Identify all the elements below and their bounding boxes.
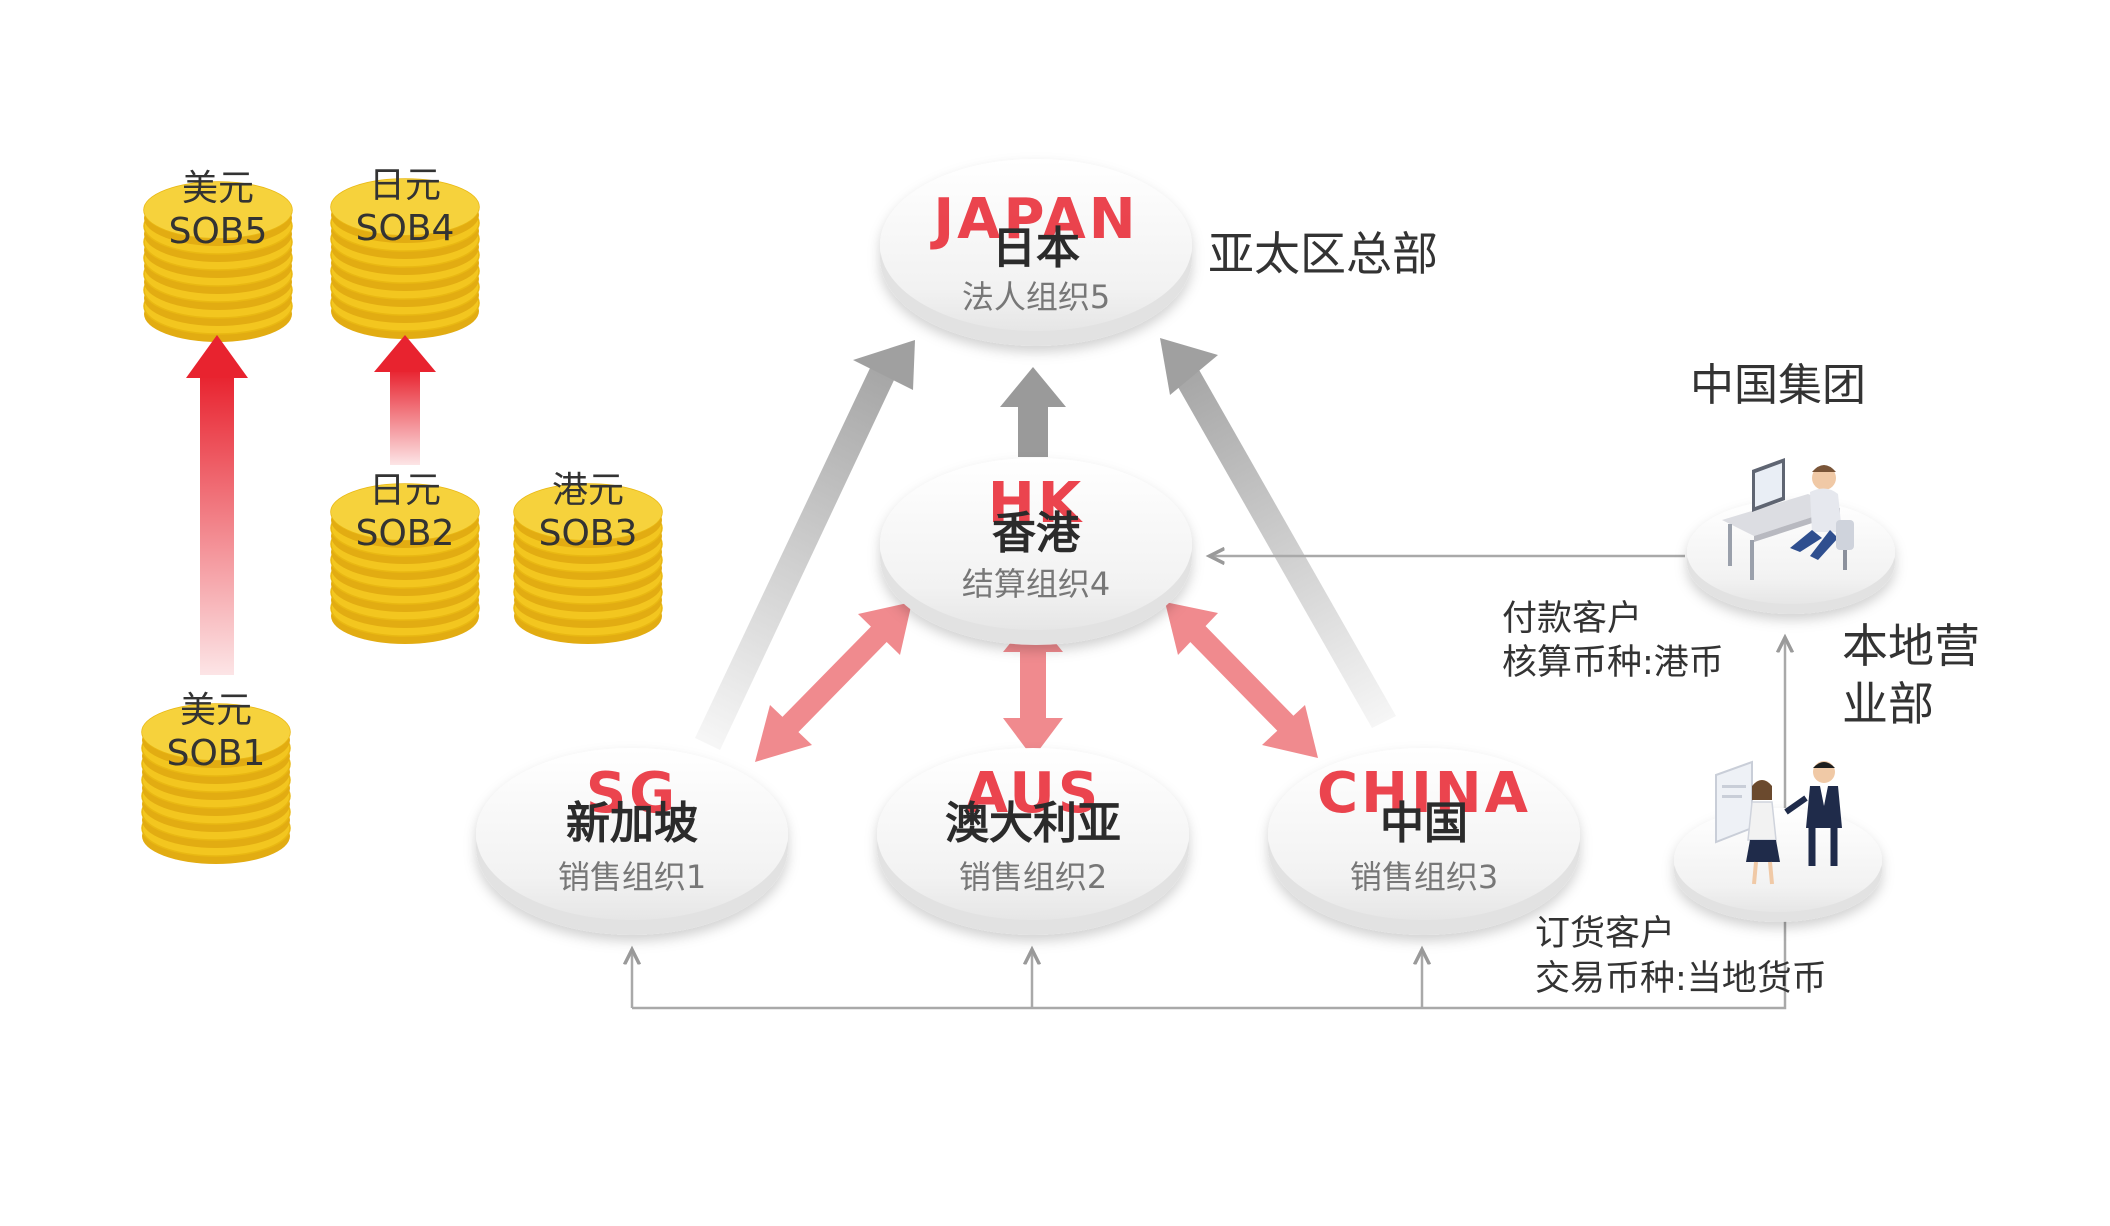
business-people-icon	[1715, 760, 1842, 885]
office-worker-icon	[1722, 458, 1854, 580]
node-disc-japan	[880, 159, 1192, 346]
coin-top	[144, 182, 292, 238]
label-order-currency: 交易币种:当地货币	[1535, 959, 1827, 999]
coin-top	[142, 704, 290, 760]
gray-arrow-hk-to-japan	[1000, 367, 1066, 457]
coin-label-sob2-code: SOB2	[356, 513, 455, 554]
platform-local-business	[1674, 808, 1882, 922]
coin-label-sob5-code: SOB5	[169, 211, 268, 252]
node-tag-hk: HK	[988, 471, 1084, 536]
coin-top	[331, 484, 479, 540]
label-local-business-line2: 业部	[1842, 677, 1934, 731]
coin-top	[331, 179, 479, 235]
node-sub-sg: 销售组织1	[558, 858, 706, 896]
node-tag-sg: SG	[586, 761, 678, 826]
node-sub-japan: 法人组织5	[962, 278, 1110, 316]
node-disc-hk	[880, 458, 1192, 645]
label-payer-currency: 核算币种:港币	[1502, 643, 1724, 683]
node-disc-sg	[476, 748, 788, 935]
red-arrow-sob2-to-sob4	[374, 335, 436, 465]
coin-label-sob1-currency: 美元	[180, 690, 252, 731]
label-order-customer: 订货客户	[1535, 914, 1675, 954]
red-arrow-sob1-to-sob5	[186, 335, 248, 675]
node-sub-hk: 结算组织4	[962, 565, 1110, 603]
node-tag-aus: AUS	[965, 761, 1101, 826]
label-payer-customer: 付款客户	[1502, 599, 1642, 639]
coin-label-sob5-currency: 美元	[182, 168, 254, 209]
node-aus: AUS 澳大利亚 销售组织2	[945, 761, 1121, 896]
gray-arrow-sg-to-japan	[695, 340, 915, 750]
node-japan: JAPAN 日本 法人组织5	[929, 187, 1138, 316]
node-name-sg: 新加坡	[566, 798, 698, 849]
node-disc-aus	[877, 748, 1189, 935]
coin-stack-sob2	[330, 483, 480, 644]
coin-label-sob2-currency: 日元	[369, 470, 441, 511]
label-local-business-line1: 本地营	[1842, 619, 1980, 673]
coin-top	[514, 484, 662, 540]
coin-label-sob1-code: SOB1	[167, 733, 266, 774]
node-sub-china: 销售组织3	[1350, 858, 1498, 896]
node-name-china: 中国	[1380, 798, 1468, 849]
coin-label-sob3-code: SOB3	[539, 513, 638, 554]
coin-label-sob4-code: SOB4	[356, 208, 455, 249]
coin-label-sob4-currency: 日元	[369, 165, 441, 206]
node-name-hk: 香港	[992, 508, 1081, 559]
label-china-group: 中国集团	[1690, 360, 1866, 411]
node-sg: SG 新加坡 销售组织1	[558, 761, 706, 896]
coin-stack-sob4	[330, 178, 480, 339]
node-name-japan: 日本	[992, 223, 1080, 274]
coin-stack-sob1	[141, 703, 291, 864]
node-china: CHINA 中国 销售组织3	[1317, 761, 1531, 896]
coin-stack-sob3	[513, 483, 663, 644]
node-tag-china: CHINA	[1317, 761, 1531, 826]
gray-arrow-china-to-japan	[1160, 338, 1396, 728]
node-disc-china	[1268, 748, 1580, 935]
pink-double-arrow-hk-china	[1165, 602, 1318, 758]
connector-lines	[632, 556, 1785, 1010]
node-hk: HK 香港 结算组织4	[962, 471, 1110, 603]
label-apac-hq: 亚太区总部	[1208, 227, 1438, 281]
pink-double-arrow-hk-sg	[755, 602, 912, 762]
node-sub-aus: 销售组织2	[959, 858, 1107, 896]
node-name-aus: 澳大利亚	[945, 798, 1121, 849]
coin-label-sob3-currency: 港元	[552, 470, 624, 511]
coin-stack-sob5	[143, 181, 293, 342]
node-tag-japan: JAPAN	[929, 187, 1138, 252]
